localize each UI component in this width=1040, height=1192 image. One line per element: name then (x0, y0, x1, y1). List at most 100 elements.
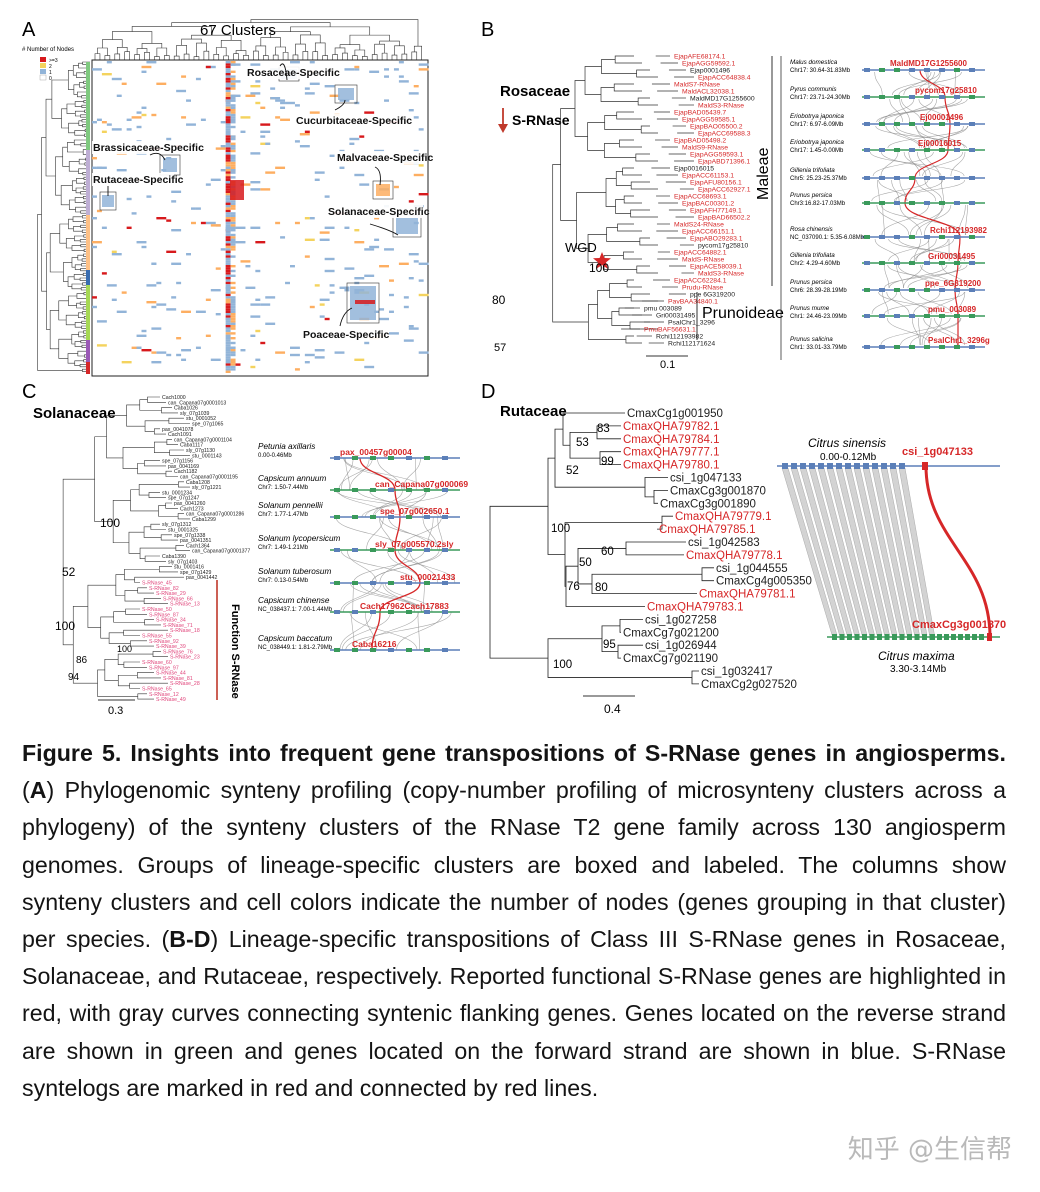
species-tree-branch (80, 340, 90, 344)
heatmap-cell (225, 65, 231, 69)
heatmap-cell (225, 149, 231, 153)
heatmap-cell (230, 317, 236, 321)
heatmap-cell (230, 303, 236, 306)
heatmap-cell (225, 159, 231, 162)
species-tree-branch (80, 244, 90, 248)
synteny-ribbon (917, 151, 931, 177)
synteny-ribbon (417, 611, 420, 651)
synteny-ribbon (931, 291, 960, 315)
heatmap-cell (92, 195, 97, 198)
heatmap-cell (230, 104, 236, 107)
tree-branch (152, 651, 168, 657)
clade-color-segment (86, 285, 90, 340)
tip-label: S-RNase_34 (156, 618, 186, 624)
tree-branch (588, 304, 626, 340)
tip-label: EjapBAD66502.2 (698, 215, 750, 222)
species-tree-branch (80, 268, 90, 272)
synteny-ribbon (372, 489, 403, 518)
tip-label: EjapABO29283.1 (690, 236, 743, 243)
caption-bd-text: ) Lineage-specific transpositions of Cla… (22, 926, 1007, 1101)
synteny-gene-box (951, 634, 956, 640)
synteny-gene-box (370, 515, 376, 519)
tip-label: pax_0041442 (186, 575, 218, 581)
synteny-gene-box (864, 122, 870, 126)
dendrogram-branch (374, 43, 385, 55)
dendrogram-branch (362, 56, 368, 60)
synteny-ribbon (396, 611, 444, 651)
heatmap-cell (92, 245, 97, 249)
heatmap-cell (225, 87, 231, 90)
heatmap-cell (225, 291, 231, 294)
heatmap-cell (96, 344, 107, 347)
lineage-label-bgs (92, 66, 424, 341)
boot-c-100b: 100 (55, 619, 75, 633)
species-tree-branch (68, 122, 79, 134)
species-tree-branch (74, 235, 84, 242)
label-rosaceae-specific: Rosaceae-Specific (247, 67, 340, 79)
heatmap-cell (225, 243, 231, 246)
panel-c-tip-labels: Cach1000can_Capana07g0001013Caba1026sly_… (142, 395, 250, 703)
tip-label: CmaxCg3g001890 (660, 498, 756, 510)
track-location: Chr7: 1.49-1.21Mb (258, 545, 309, 551)
heatmap-cell (230, 313, 236, 316)
tree-branch (144, 420, 169, 432)
heatmap-cell (260, 303, 271, 306)
heatmap-cell (225, 130, 231, 133)
heatmap-cell (265, 296, 276, 299)
heatmap-cell (314, 178, 320, 181)
heatmap-cell (329, 291, 335, 294)
synteny-gene-box (370, 648, 376, 652)
heatmap-cell (230, 265, 236, 268)
species-tree-branch (74, 110, 85, 117)
synteny-gene-box (924, 122, 930, 126)
clade-color-segment (86, 215, 90, 270)
heatmap-cell (403, 339, 414, 342)
track-species: Rosa chinensis (790, 226, 834, 233)
synteny-gene-box (352, 581, 358, 585)
tip-label: EjapBAC00301.2 (682, 201, 734, 208)
heatmap-cell (225, 289, 231, 292)
bootstrap-value: 100 (551, 523, 570, 535)
tip-label: CmaxQHA79780.1 (623, 460, 720, 472)
synteny-ribbon (893, 179, 966, 202)
heatmap-cell (230, 111, 236, 114)
heatmap-cell (136, 111, 142, 114)
dendrogram-branch (272, 54, 279, 60)
heatmap-cell (225, 279, 231, 282)
tip-label: EjapACC69588.3 (698, 131, 751, 138)
heatmap-cell (398, 61, 404, 64)
boot-80: 80 (492, 293, 506, 307)
synteny-gene-box (406, 581, 412, 585)
species-tree-branch (75, 187, 84, 194)
synteny-ribbon (913, 238, 921, 262)
dendrogram-branch (213, 54, 220, 60)
tree-branch (137, 693, 154, 700)
heatmap-cell (359, 135, 365, 138)
species-tree-branch (73, 226, 83, 232)
synteny-ribbon (399, 516, 442, 551)
heatmap-cell (225, 255, 231, 258)
heatmap-cell (364, 248, 375, 251)
synteny-gene-box (869, 634, 875, 640)
tree-branch (623, 195, 642, 204)
synteny-gene-box (965, 634, 970, 640)
box-malvaceae (372, 180, 394, 200)
track-species: Solanum tuberosum (258, 567, 331, 576)
panel-a-clade-colorbar (86, 62, 90, 374)
synteny-gene-box (442, 456, 448, 460)
heatmap-cell (156, 351, 167, 354)
heatmap-cell (369, 70, 380, 73)
label-brassicaceae-specific: Brassicaceae-Specific (93, 142, 204, 154)
tip-label: MaldS3-RNase (698, 271, 744, 278)
heatmap-cell (171, 296, 177, 299)
heatmap-block (396, 218, 418, 234)
synteny-ribbon (869, 151, 965, 177)
heatmap-cell (225, 296, 231, 299)
heatmap-cell (225, 109, 231, 112)
heatmap-cell (374, 310, 380, 313)
heatmap-cell (230, 161, 236, 165)
heatmap-cell (121, 361, 132, 364)
tip-label: EjapACC61153.1 (682, 173, 734, 180)
synteny-gene-box (909, 314, 915, 318)
heatmap-cell (141, 113, 147, 117)
